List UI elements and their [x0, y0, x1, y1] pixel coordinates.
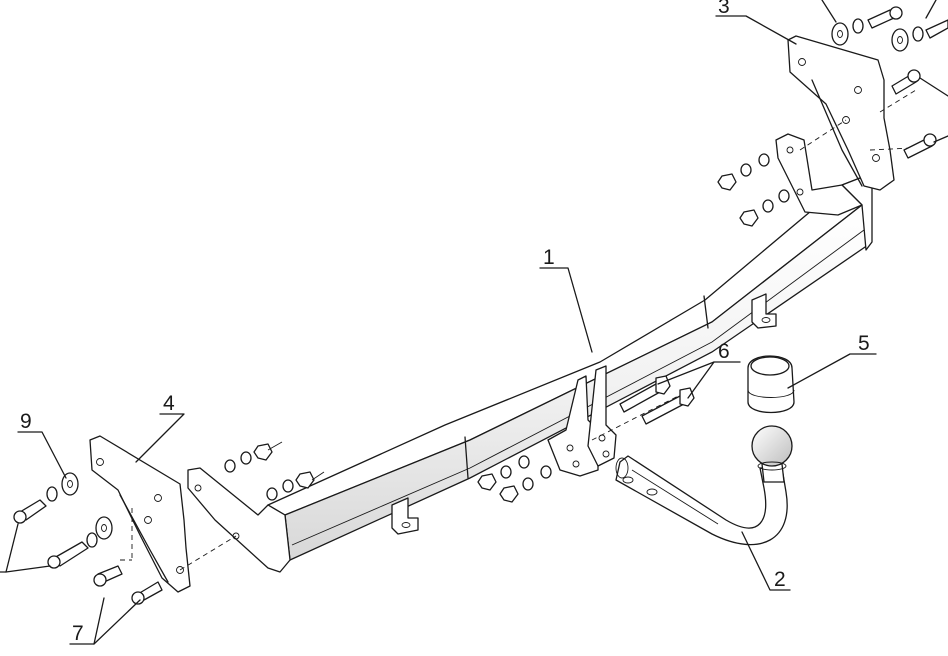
crossbeam — [267, 177, 873, 561]
left-hardware — [13, 472, 163, 605]
callout-9: 9 — [20, 410, 32, 433]
bolt-icon — [93, 565, 123, 587]
callout-3: 3 — [718, 0, 730, 18]
bolt-icon — [47, 541, 89, 569]
ball-arm — [615, 425, 793, 546]
bolt-icon — [13, 499, 47, 524]
left-nuts — [224, 441, 325, 501]
bolt-icon — [131, 581, 163, 605]
center-nuts — [477, 455, 552, 503]
callout-labels: 1 2 3 4 5 6 7 9 — [20, 0, 870, 645]
callout-7: 7 — [72, 622, 84, 645]
right-side-plate — [787, 35, 895, 191]
assembly-lines — [120, 89, 917, 571]
bolt-icon — [641, 387, 695, 425]
right-nuts — [717, 153, 790, 227]
left-side-plate — [89, 435, 191, 593]
bolt-icon — [867, 6, 903, 29]
callout-2: 2 — [774, 568, 786, 591]
callout-5: 5 — [858, 332, 870, 355]
top-right-hardware — [831, 6, 948, 159]
right-beam-bracket — [775, 133, 863, 216]
left-beam-bracket — [187, 467, 291, 573]
callout-4: 4 — [163, 392, 175, 415]
bolt-icon — [903, 133, 937, 159]
center-bolts — [619, 375, 695, 425]
bolt-icon — [891, 69, 921, 95]
ball-cap — [747, 355, 795, 414]
center-mount-bracket — [547, 365, 617, 477]
callout-1: 1 — [543, 246, 555, 269]
callout-6: 6 — [718, 340, 730, 363]
